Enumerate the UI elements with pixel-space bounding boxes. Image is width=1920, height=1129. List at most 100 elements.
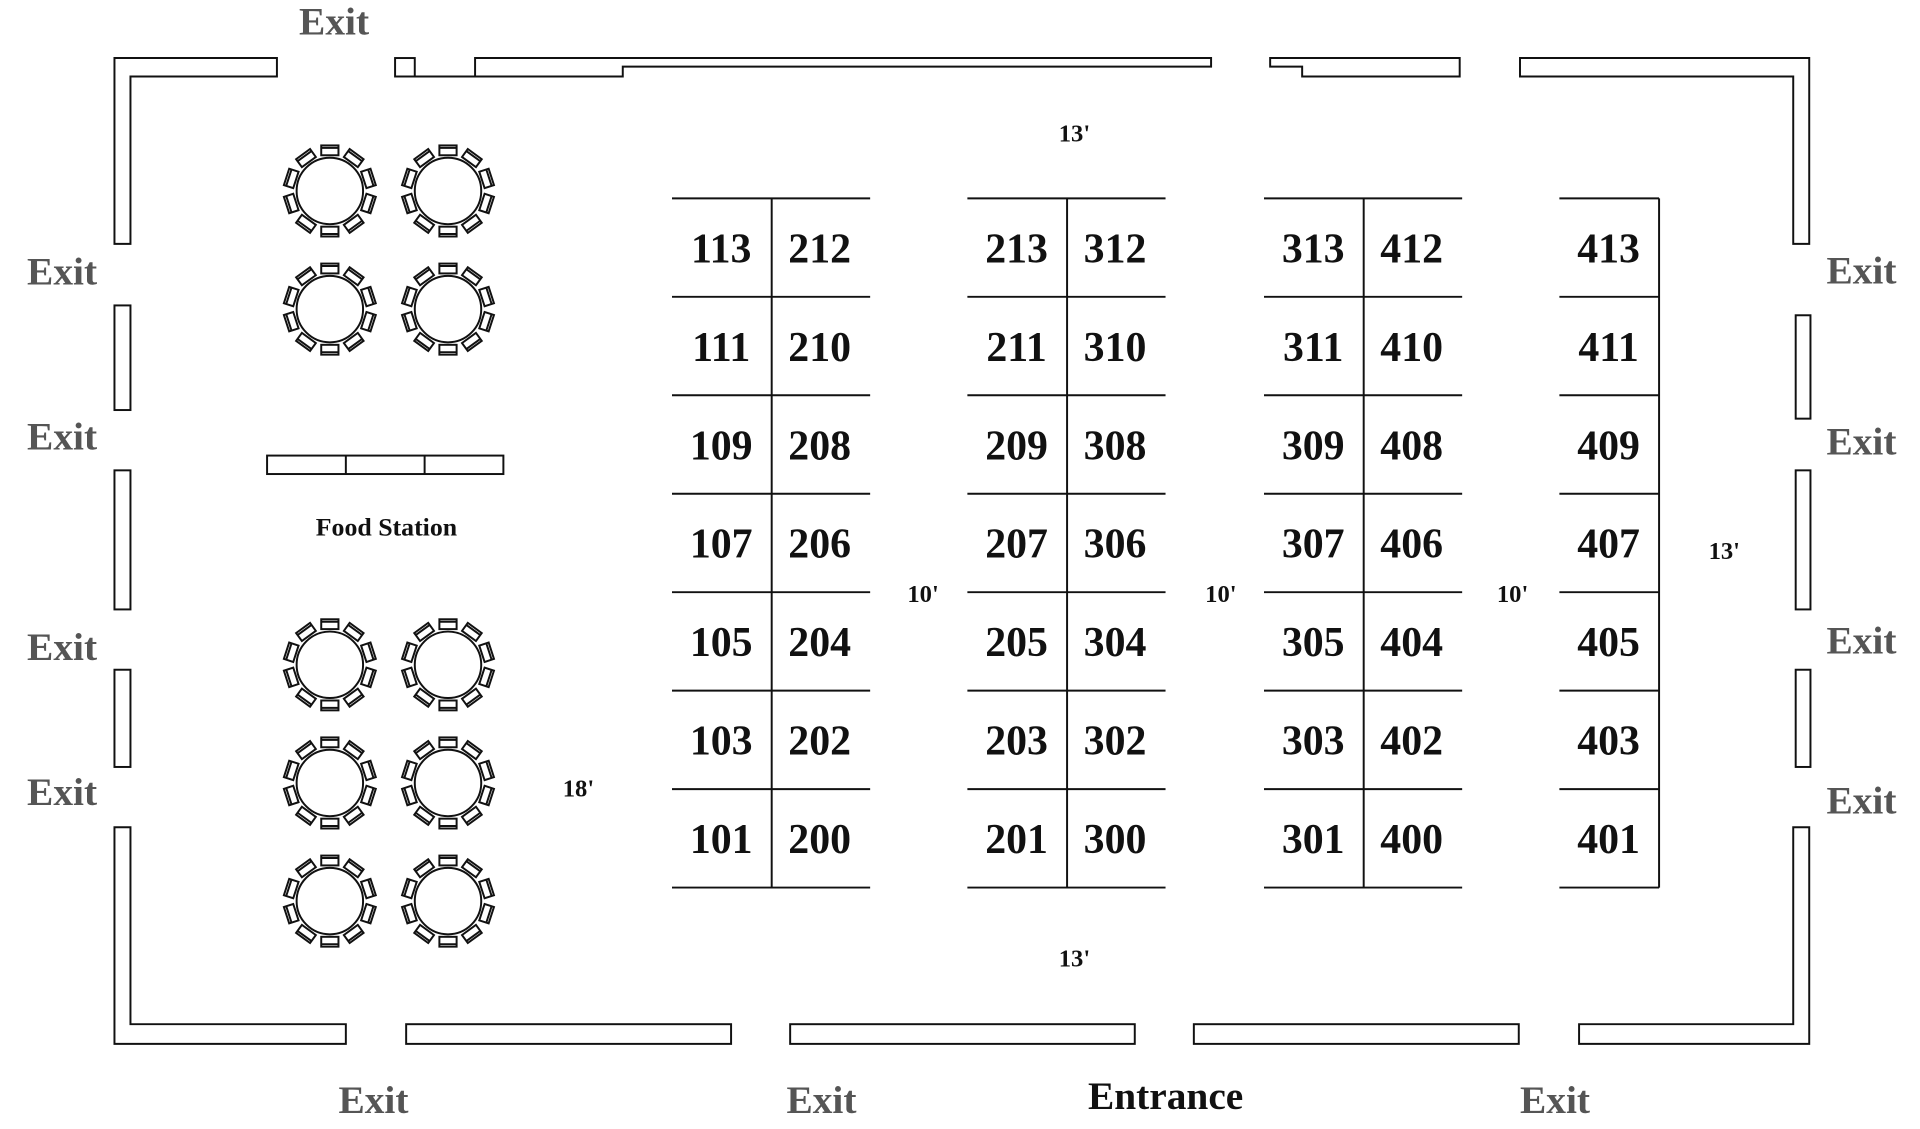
booth-number[interactable]: 402 [1380, 719, 1443, 765]
booth-number[interactable]: 213 [985, 226, 1048, 272]
chair-icon [438, 144, 458, 157]
chair-icon [460, 739, 484, 761]
exit-right-3: Exit [1826, 619, 1896, 663]
booth-number[interactable]: 305 [1282, 620, 1345, 666]
chair-icon [359, 192, 378, 215]
chair-icon [478, 784, 496, 807]
booth-grid: 113 111 109 107 105 103 101 212 210 208 206 204 202 2… [672, 197, 1661, 889]
dimension-aisle-3: 10' [1497, 581, 1528, 608]
booth-number[interactable]: 204 [788, 620, 851, 666]
chair-icon [294, 805, 318, 827]
chair-icon [294, 265, 318, 287]
chair-icon [282, 666, 300, 689]
food-station-counter [266, 454, 505, 476]
chair-icon [438, 699, 458, 712]
chair-icon [294, 621, 318, 643]
booth-number[interactable]: 404 [1380, 620, 1443, 666]
booth-number[interactable]: 210 [788, 325, 851, 371]
chair-icon [400, 285, 418, 308]
booth-number[interactable]: 310 [1084, 325, 1147, 371]
chair-icon [342, 805, 365, 827]
wall-left-3 [113, 668, 132, 768]
booth-number[interactable]: 406 [1380, 522, 1443, 568]
booth-number[interactable]: 401 [1577, 817, 1640, 863]
booth-number[interactable]: 307 [1282, 522, 1345, 568]
booth-number[interactable]: 413 [1577, 226, 1640, 272]
chair-icon [282, 877, 300, 900]
chair-icon [460, 805, 484, 827]
booth-number[interactable]: 206 [788, 522, 851, 568]
chair-icon [400, 641, 418, 664]
chair-icon [438, 343, 458, 356]
booth-number[interactable]: 313 [1282, 226, 1345, 272]
dimension-labels: 13' 13' 13' 18' 10' 10' 10' [563, 121, 1740, 973]
booth-number[interactable]: 411 [1578, 325, 1638, 371]
chair-icon [342, 213, 365, 235]
booth-number[interactable]: 101 [690, 817, 753, 863]
round-table [282, 262, 378, 356]
seating-area [282, 144, 496, 948]
table-top [413, 274, 483, 344]
chair-icon [294, 739, 318, 761]
booth-number[interactable]: 200 [788, 817, 851, 863]
booth-number[interactable]: 405 [1577, 620, 1640, 666]
booth-number[interactable]: 201 [985, 817, 1048, 863]
booth-number[interactable]: 103 [690, 719, 753, 765]
booth-number[interactable]: 109 [690, 423, 753, 469]
table-top [413, 748, 483, 818]
dimension-right: 13' [1709, 538, 1740, 565]
booth-number[interactable]: 207 [985, 522, 1048, 568]
round-table [282, 618, 378, 712]
booth-number[interactable]: 208 [788, 423, 851, 469]
booth-number[interactable]: 311 [1283, 325, 1343, 371]
chair-icon [359, 877, 378, 900]
booth-number[interactable]: 412 [1380, 226, 1443, 272]
wall-top-post [394, 57, 416, 78]
booth-number[interactable]: 107 [690, 522, 753, 568]
booth-number[interactable]: 407 [1577, 522, 1640, 568]
booth-number[interactable]: 312 [1084, 226, 1147, 272]
chair-icon [460, 331, 484, 353]
booth-number[interactable]: 308 [1084, 423, 1147, 469]
booth-number[interactable]: 408 [1380, 423, 1443, 469]
booth-number[interactable]: 410 [1380, 325, 1443, 371]
round-table [282, 854, 378, 948]
booth-number[interactable]: 301 [1282, 817, 1345, 863]
booth-number[interactable]: 205 [985, 620, 1048, 666]
chair-icon [294, 923, 318, 945]
chair-icon [400, 784, 418, 807]
chair-icon [460, 147, 484, 169]
chair-icon [478, 285, 496, 308]
table-top [295, 156, 365, 226]
round-table [282, 144, 378, 238]
chair-icon [478, 192, 496, 215]
booth-number[interactable]: 309 [1282, 423, 1345, 469]
booth-number[interactable]: 212 [788, 226, 851, 272]
dimension-bottom: 13' [1059, 945, 1090, 972]
booth-number[interactable]: 203 [985, 719, 1048, 765]
exit-left-3: Exit [27, 625, 97, 669]
booth-number[interactable]: 303 [1282, 719, 1345, 765]
chair-icon [438, 817, 458, 830]
chair-icon [342, 739, 365, 761]
exit-right-2: Exit [1826, 419, 1896, 463]
booth-number[interactable]: 306 [1084, 522, 1147, 568]
booth-number[interactable]: 409 [1577, 423, 1640, 469]
chair-icon [400, 310, 418, 333]
booth-number[interactable]: 211 [986, 325, 1046, 371]
booth-number[interactable]: 111 [692, 325, 750, 371]
chair-icon [294, 857, 318, 879]
wall-bottom-left [113, 826, 347, 1045]
booth-number[interactable]: 202 [788, 719, 851, 765]
round-table [400, 144, 496, 238]
booth-number[interactable]: 105 [690, 620, 753, 666]
booth-number[interactable]: 400 [1380, 817, 1443, 863]
booth-number[interactable]: 209 [985, 423, 1048, 469]
booth-number[interactable]: 403 [1577, 719, 1640, 765]
wall-top-right [1519, 57, 1811, 245]
booth-number[interactable]: 302 [1084, 719, 1147, 765]
booth-number[interactable]: 304 [1084, 620, 1147, 666]
booth-number[interactable]: 113 [691, 226, 751, 272]
booth-number[interactable]: 300 [1084, 817, 1147, 863]
chair-icon [294, 147, 318, 169]
